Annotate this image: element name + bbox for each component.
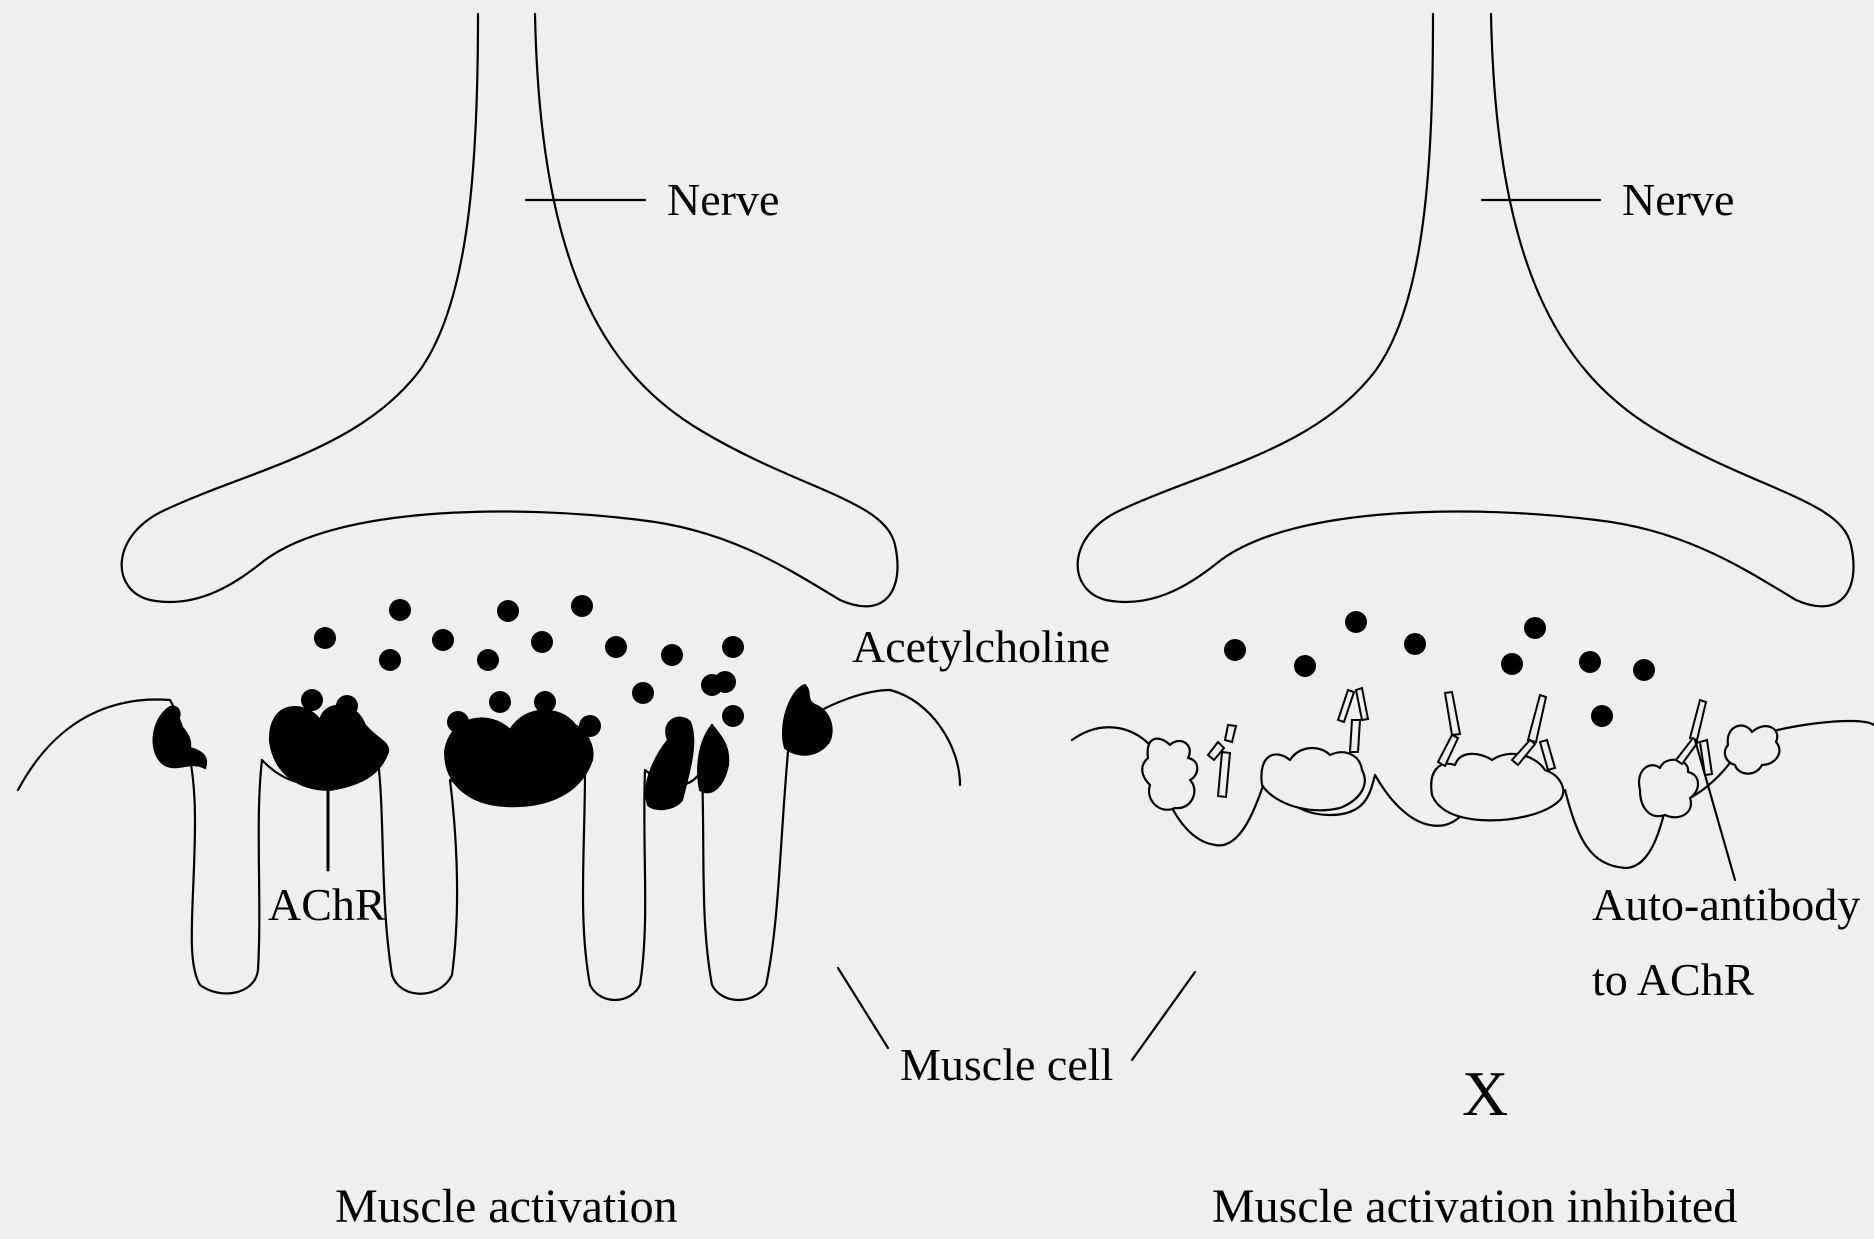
- right-antibody-label-line1: Auto-antibody: [1592, 879, 1860, 930]
- right-acetylcholine-dots: [1224, 611, 1655, 727]
- right-panel: Nerve: [1072, 14, 1874, 1233]
- right-achr-receptors: [1142, 726, 1779, 821]
- muscle-cell-label: Muscle cell: [900, 1039, 1113, 1090]
- left-nerve-label: Nerve: [667, 174, 779, 225]
- left-acetylcholine-dots: [301, 595, 744, 737]
- right-nerve-terminal: [1078, 14, 1854, 606]
- right-nerve-label: Nerve: [1622, 174, 1734, 225]
- muscle-cell-leader-right: [1132, 972, 1195, 1060]
- left-nerve-terminal: [122, 14, 898, 606]
- left-caption: Muscle activation: [335, 1180, 678, 1233]
- right-antibody-label-line2: to AChR: [1592, 954, 1755, 1005]
- left-achr-label: AChR: [268, 879, 386, 930]
- right-blocked-mark: X: [1462, 1058, 1508, 1129]
- muscle-cell-callout: Muscle cell: [838, 968, 1195, 1090]
- right-caption: Muscle activation inhibited: [1212, 1180, 1737, 1233]
- muscle-cell-leader-left: [838, 968, 888, 1048]
- left-acetylcholine-label: Acetylcholine: [852, 621, 1110, 672]
